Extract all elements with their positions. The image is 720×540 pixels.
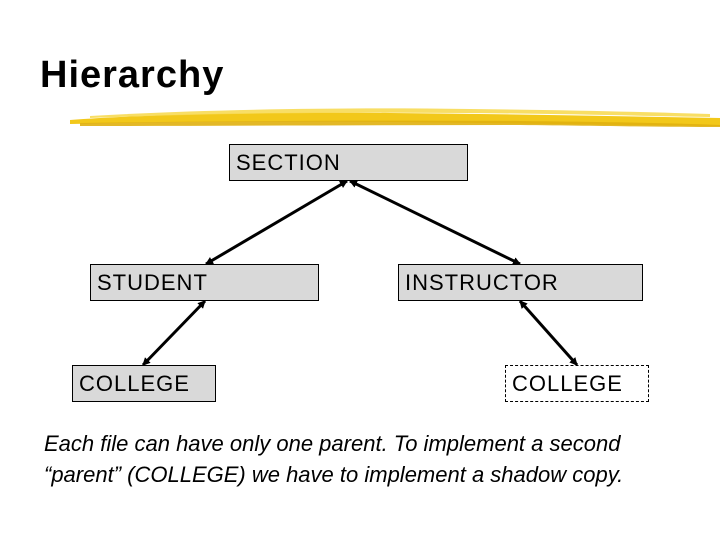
brushstroke-bottom [80, 120, 720, 127]
node-student: STUDENT [90, 264, 319, 301]
node-instructor: INSTRUCTOR [398, 264, 643, 301]
caption-line-1: Each file can have only one parent. To i… [44, 431, 621, 456]
slide-caption: Each file can have only one parent. To i… [44, 428, 704, 490]
edge-instructor-college [518, 300, 579, 366]
edge-student-college [141, 299, 207, 367]
node-college-shadow-copy: COLLEGE [505, 365, 649, 402]
brushstroke-top [90, 108, 710, 118]
node-section: SECTION [229, 144, 468, 181]
node-college: COLLEGE [72, 365, 216, 402]
edge-section-student [205, 179, 348, 266]
slide-title: Hierarchy [40, 54, 225, 96]
caption-line-2: “parent” (COLLEGE) we have to implement … [44, 462, 624, 487]
title-underline-brushstroke [70, 108, 720, 127]
edge-section-instructor [349, 179, 521, 266]
